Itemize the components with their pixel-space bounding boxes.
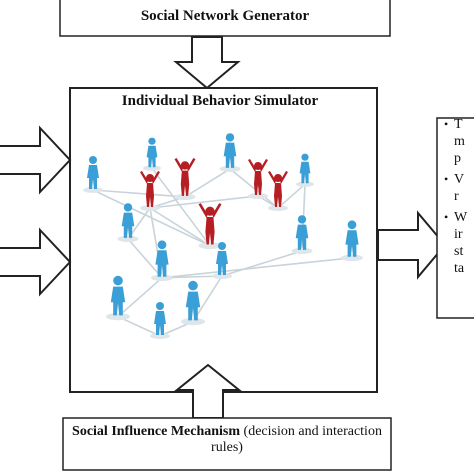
output-bullet-text: W ir st ta [454, 210, 468, 276]
left-input-arrow-top [0, 125, 72, 195]
network-edge [192, 275, 223, 323]
passive-person-icon [181, 280, 205, 326]
passive-person-icon [83, 156, 103, 193]
simulator-label: Individual Behavior Simulator [121, 93, 319, 109]
right-output-arrow [377, 210, 447, 280]
network-edge [277, 183, 306, 209]
network-edge [149, 207, 211, 247]
passive-person-icon [212, 242, 232, 279]
passive-person-icon [341, 220, 363, 262]
influence-to-simulator-arrow [174, 363, 242, 419]
left-input-arrow-bottom [0, 227, 72, 297]
passive-person-icon [219, 133, 241, 173]
network-edge [117, 277, 163, 318]
network-edge [229, 168, 279, 209]
output-bullet: •V r [444, 172, 465, 204]
passive-person-icon [117, 203, 139, 243]
network-nodes [83, 133, 363, 339]
passive-person-icon [151, 240, 173, 282]
network-edge [184, 168, 231, 198]
network-edge [127, 238, 163, 279]
passive-person-icon [106, 275, 130, 321]
generator-to-simulator-arrow [173, 36, 241, 90]
network-edge [92, 189, 186, 198]
output-bullet: •W ir st ta [444, 210, 468, 276]
generator-box [59, 0, 391, 37]
passive-person-icon [291, 215, 313, 255]
influence-label-bold: Social Influence Mechanism [72, 424, 241, 439]
output-panel-box [436, 117, 474, 319]
network-edge [221, 250, 303, 277]
passive-person-icon [150, 302, 170, 339]
network-edge [151, 167, 211, 247]
output-bullet-text: T m p [454, 117, 465, 166]
passive-person-icon [143, 137, 161, 171]
simulator-box [69, 87, 378, 393]
output-bullet: •T m p [444, 117, 465, 166]
output-panel: •T m p •V r •W ir st ta [444, 116, 474, 326]
generator-label: Social Network Generator [140, 8, 310, 24]
network-edge [149, 195, 259, 209]
influence-label-rest: (decision and interaction rules) [211, 424, 382, 456]
influence-label: Social Influence Mechanism (decision and… [63, 424, 391, 456]
network-edge [117, 315, 161, 337]
active-person-icon [248, 159, 268, 199]
active-person-icon [198, 203, 222, 250]
active-person-icon [268, 171, 288, 211]
network-edge [161, 257, 353, 279]
output-bullet-text: V r [454, 172, 465, 204]
influence-box [62, 417, 392, 471]
active-person-icon [174, 158, 196, 201]
passive-person-icon [296, 153, 314, 187]
active-person-icon [140, 171, 160, 211]
